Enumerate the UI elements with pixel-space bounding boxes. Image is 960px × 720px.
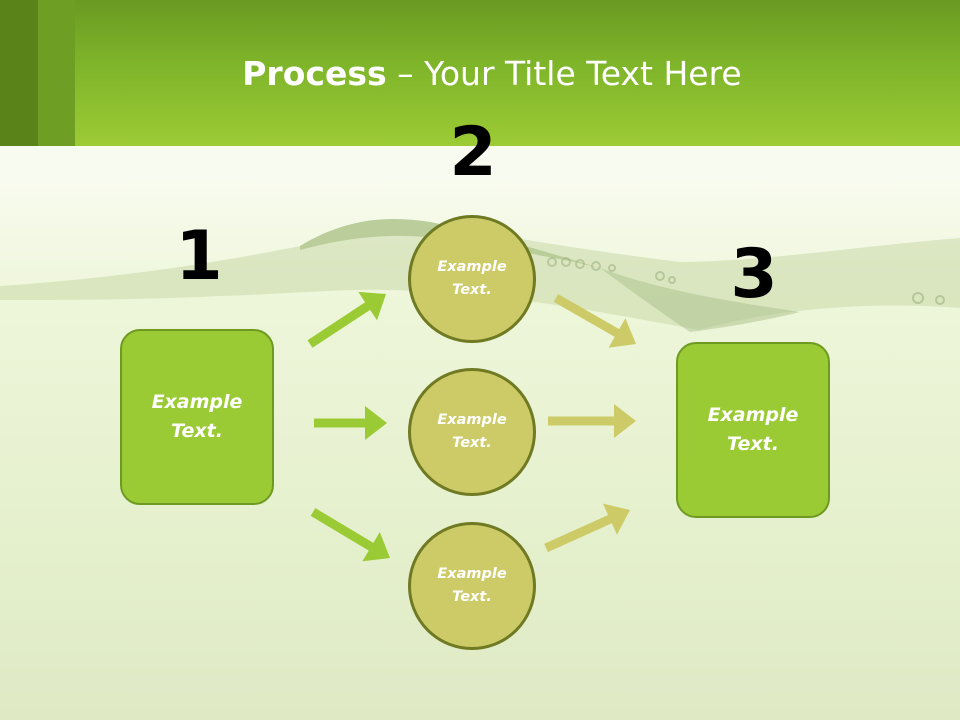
- step-2-circle-middle: Example Text.: [408, 368, 536, 496]
- title-bold: Process: [242, 54, 387, 93]
- step-number-1: 1: [175, 217, 223, 296]
- step-1-box: Example Text.: [120, 329, 274, 505]
- circle-text: Example Text.: [437, 259, 507, 298]
- step-number-2: 2: [449, 113, 497, 192]
- step-2-circle-bottom: Example Text.: [408, 522, 536, 650]
- circle-text: Example Text.: [437, 412, 507, 451]
- title-rest: – Your Title Text Here: [386, 54, 742, 93]
- slide-title: Process – Your Title Text Here: [0, 54, 960, 94]
- arrow-middle-to-step-3: [548, 404, 636, 438]
- arrow-to-top-circle: [307, 291, 386, 348]
- step-2-circle-top: Example Text.: [408, 215, 536, 343]
- arrow-bottom-to-step-3: [544, 503, 630, 553]
- banner-accent-bar: [38, 0, 75, 146]
- step-1-text: Example Text.: [151, 391, 243, 442]
- circle-text: Example Text.: [437, 566, 507, 605]
- title-banner: Process – Your Title Text Here: [0, 0, 960, 146]
- arrow-to-middle-circle: [314, 406, 387, 440]
- step-3-box: Example Text.: [676, 342, 830, 518]
- arrow-top-to-step-3: [553, 294, 636, 348]
- step-3-text: Example Text.: [707, 404, 799, 455]
- arrow-to-bottom-circle: [310, 508, 390, 562]
- banner-accent-bar: [0, 0, 38, 146]
- step-number-3: 3: [730, 235, 778, 314]
